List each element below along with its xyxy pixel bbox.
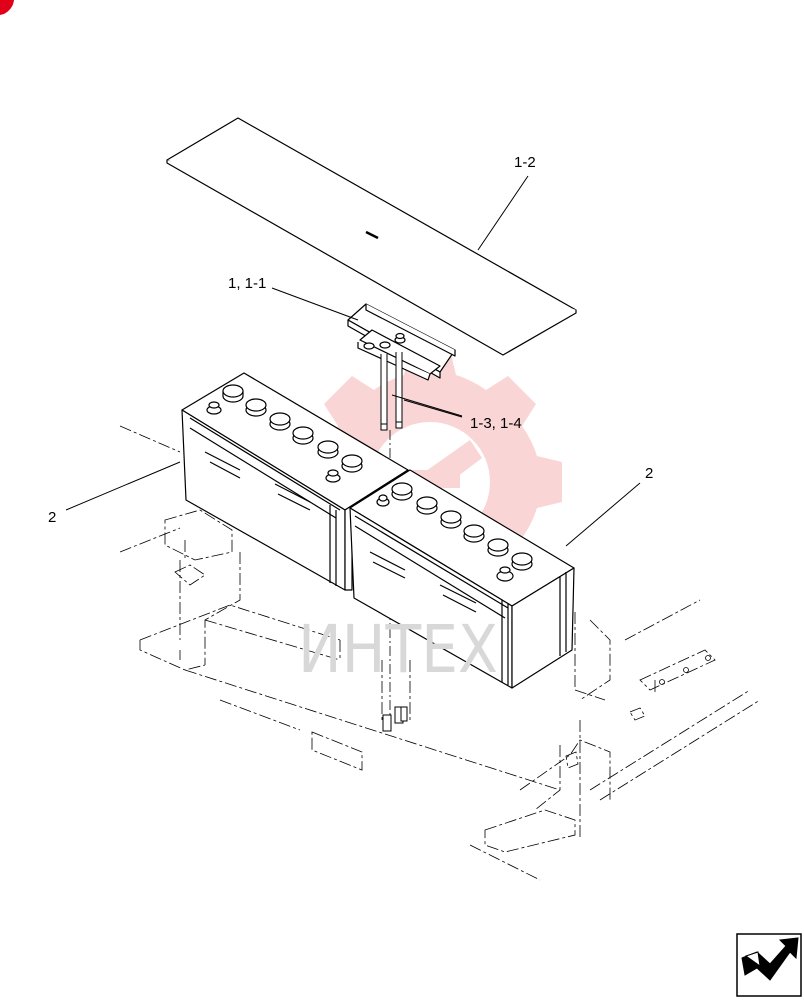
label-battery-left: 2 — [48, 509, 56, 526]
frame-hidden-lines — [119, 425, 761, 881]
label-rods: 1-3, 1-4 — [470, 415, 522, 432]
battery-left — [181, 372, 409, 591]
frame-plate-holes — [659, 655, 711, 685]
label-cover: 1-2 — [514, 154, 536, 171]
mounting-studs — [382, 706, 408, 732]
label-bracket: 1, 1-1 — [228, 275, 266, 292]
hold-down-rods — [380, 352, 403, 431]
label-battery-right: 2 — [645, 465, 653, 482]
battery-right — [349, 469, 575, 689]
top-cover-plate — [166, 117, 577, 356]
next-page-arrow-icon[interactable] — [736, 933, 802, 997]
leader-lines — [65, 175, 641, 547]
watermark-text: ИНТЕХ — [298, 611, 498, 688]
red-corner-mark-icon — [0, 0, 14, 15]
